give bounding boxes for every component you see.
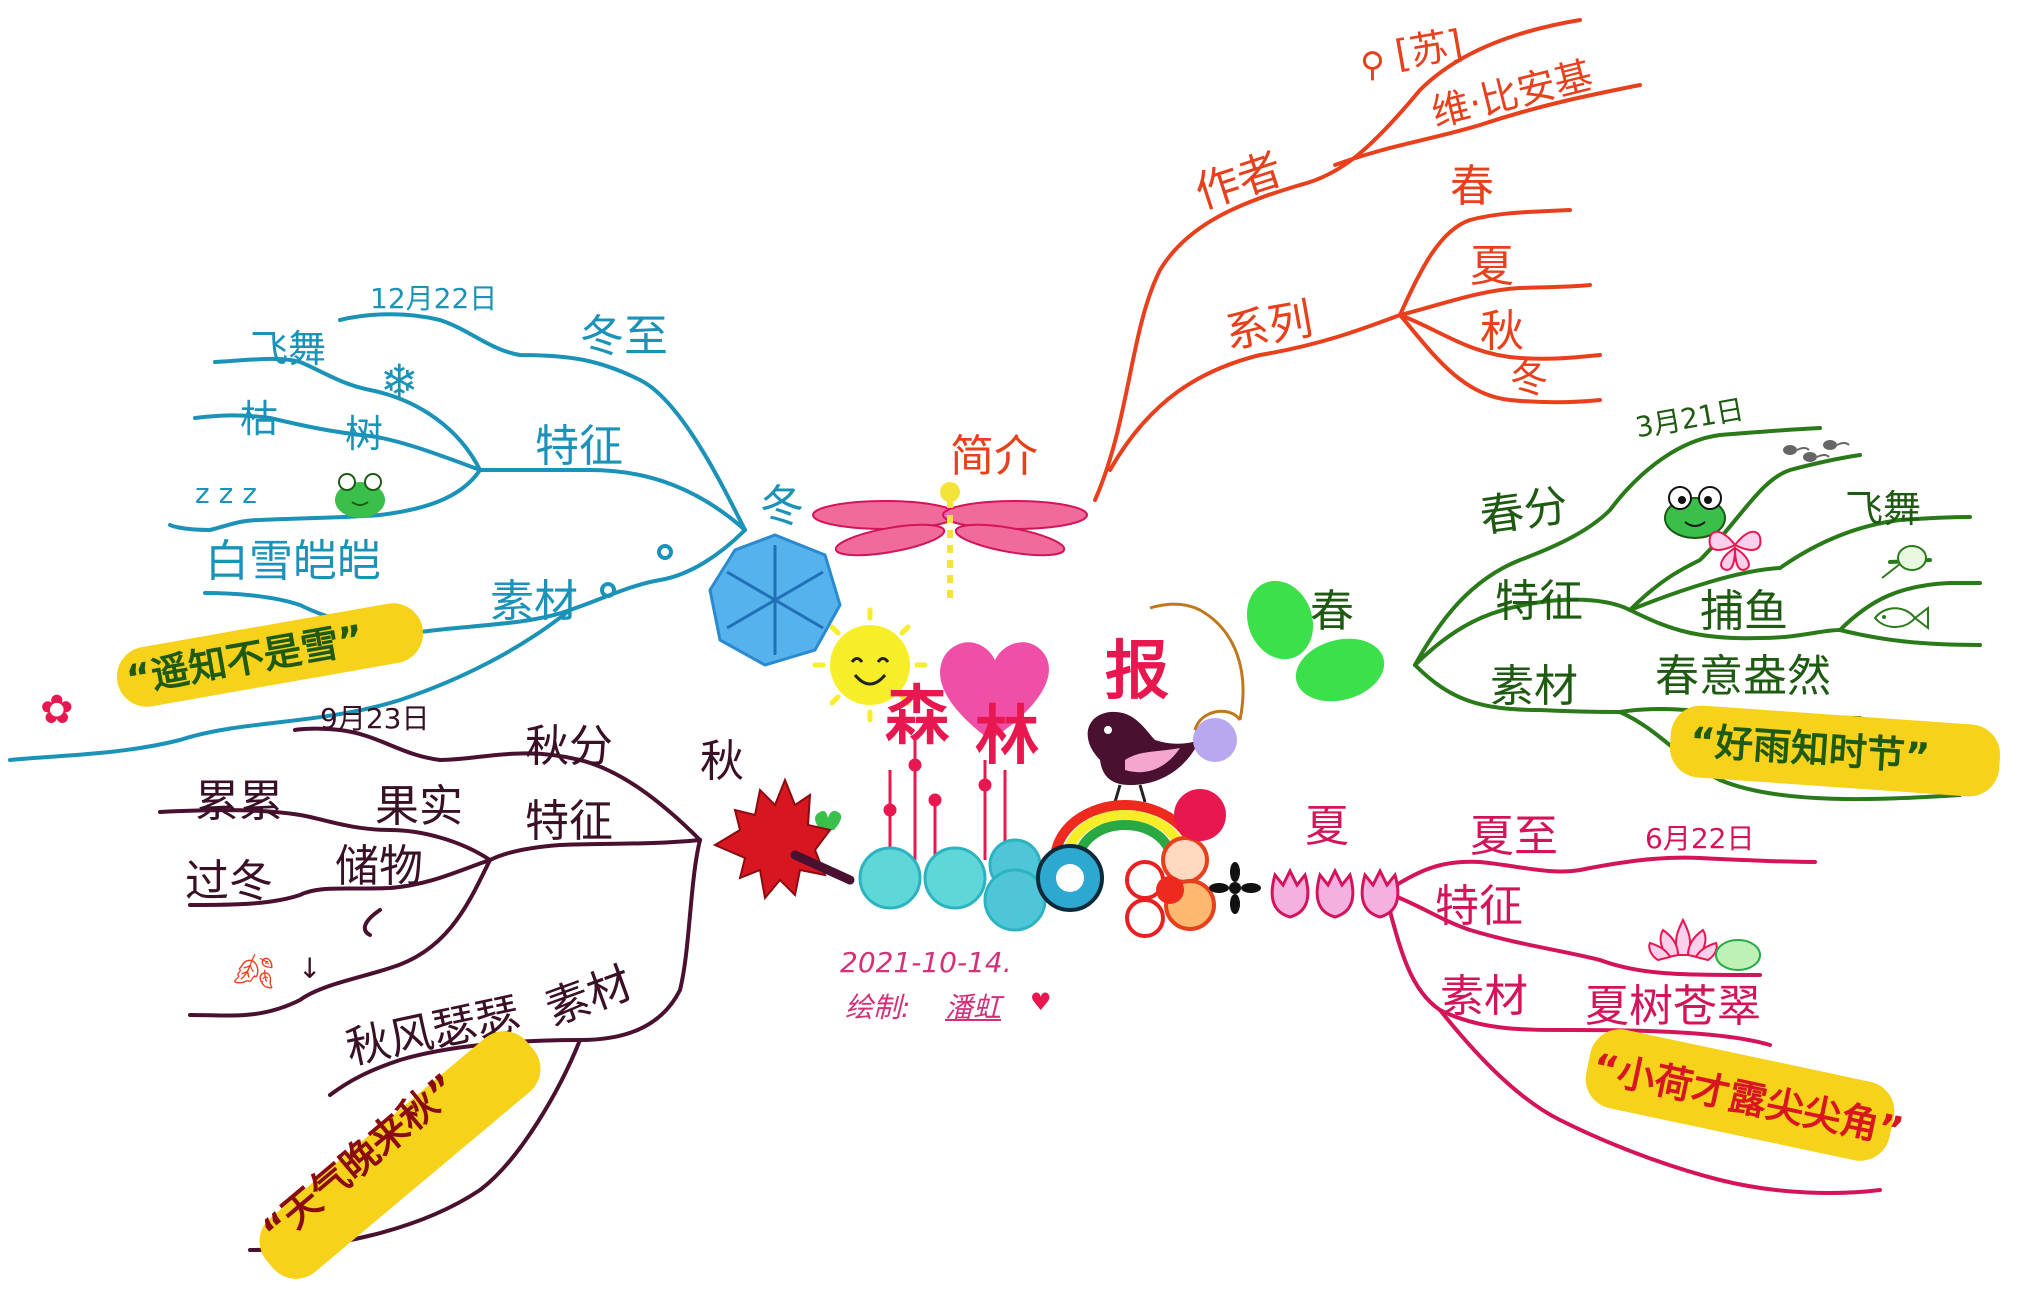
winter-features-label: 特征 <box>535 421 623 472</box>
intro-series-item-winter: 冬 <box>1510 357 1549 401</box>
summer-solar-term: 夏至 <box>1470 811 1558 862</box>
title-char-2: 林 <box>975 700 1039 774</box>
small-flower-icon: ✿ <box>40 687 74 733</box>
winter-material-label: 素材 <box>490 576 578 627</box>
snowflake-icon: ❄ <box>380 354 419 408</box>
intro-author-nationality: [苏] <box>1391 21 1466 77</box>
autumn-features-label: 特征 <box>525 796 613 847</box>
sprout-icon <box>815 810 842 830</box>
spring-leaf-icons <box>1246 580 1385 702</box>
cyan-flower-circles <box>858 838 1104 932</box>
winter-feature-dance: 飞舞 <box>250 327 327 371</box>
red-flower-circles <box>1125 789 1226 938</box>
spring-material-label: 素材 <box>1490 661 1578 712</box>
summer-label: 夏 <box>1305 801 1349 852</box>
black-flower-icon <box>1209 862 1261 914</box>
intro-series-item-summer: 夏 <box>1470 241 1514 292</box>
vine-icon <box>1149 602 1245 731</box>
purple-flower-icon <box>1193 718 1237 762</box>
dragonfly-icon <box>812 482 1088 605</box>
intro-branch-lines <box>1093 18 1642 502</box>
autumn-label: 秋 <box>700 736 744 787</box>
location-pin-icon: ⚲ <box>1360 45 1385 85</box>
fish-icon <box>1873 605 1929 631</box>
signature-heart-icon: ♥ <box>1030 988 1052 1016</box>
summer-date: 6月22日 <box>1645 822 1755 855</box>
bird-icon <box>1087 711 1200 803</box>
arrow-down-icon: ↓ <box>298 952 322 985</box>
central-illustration <box>812 482 1400 938</box>
winter-feature-tree-a: 枯 <box>240 397 279 441</box>
maple-leaf-icon <box>712 777 855 901</box>
sun-icon <box>812 607 928 723</box>
spring-features-label: 特征 <box>1495 576 1583 627</box>
winter-branch-lines <box>8 312 747 762</box>
intro-series-item-spring: 春 <box>1450 161 1494 212</box>
winter-date: 12月22日 <box>370 282 498 315</box>
tulip-icons <box>1270 867 1400 919</box>
spring-material-phrase: 春意盎然 <box>1655 651 1831 702</box>
autumn-feature-fruit-sub: 累累 <box>195 776 283 827</box>
winter-feature-sleep: z z z <box>195 477 257 510</box>
autumn-feature-fruit: 果实 <box>375 781 463 832</box>
frog-icon-winter <box>335 473 385 518</box>
winter-material-phrase: 白雪皑皑 <box>205 536 381 587</box>
spring-solar-term: 春分 <box>1476 480 1572 543</box>
frog-icon-spring <box>1664 486 1726 539</box>
leaf-icon: 🍂︎ <box>232 952 276 992</box>
signature-date: 2021-10-14. <box>840 946 1012 979</box>
spring-feature-fishing: 捕鱼 <box>1700 586 1788 637</box>
tadpole-icons <box>1783 440 1850 462</box>
title-char-1: 森 <box>885 680 949 754</box>
autumn-feature-storage: 储物 <box>335 841 423 892</box>
lotus-icon <box>1648 917 1761 971</box>
winter-solar-term: 冬至 <box>580 311 668 362</box>
autumn-feature-storage-sub: 过冬 <box>185 856 273 907</box>
spring-label: 春 <box>1310 586 1354 637</box>
winter-label: 冬 <box>760 481 804 532</box>
title-char-3: 报 <box>1105 635 1169 709</box>
fishing-net-icon <box>1881 545 1927 579</box>
summer-material-label: 素材 <box>1440 971 1528 1022</box>
autumn-solar-term: 秋分 <box>525 721 613 772</box>
signature-author: 潘虹 <box>945 991 1002 1024</box>
signature-author-label: 绘制: <box>845 991 911 1024</box>
summer-material-phrase: 夏树苍翠 <box>1585 981 1761 1032</box>
snowflake-medallion-icon <box>708 533 842 667</box>
heart-icon <box>940 642 1049 740</box>
summer-branch-lines <box>1383 855 1882 1195</box>
winter-feature-tree-b: 树 <box>345 412 384 456</box>
summer-features-label: 特征 <box>1435 881 1523 932</box>
autumn-date: 9月23日 <box>320 702 430 735</box>
butterfly-icon <box>1708 530 1762 572</box>
spring-feature-dance: 飞舞 <box>1845 487 1922 531</box>
intro-label: 简介 <box>950 431 1038 482</box>
intro-series-item-autumn: 秋 <box>1480 306 1524 357</box>
